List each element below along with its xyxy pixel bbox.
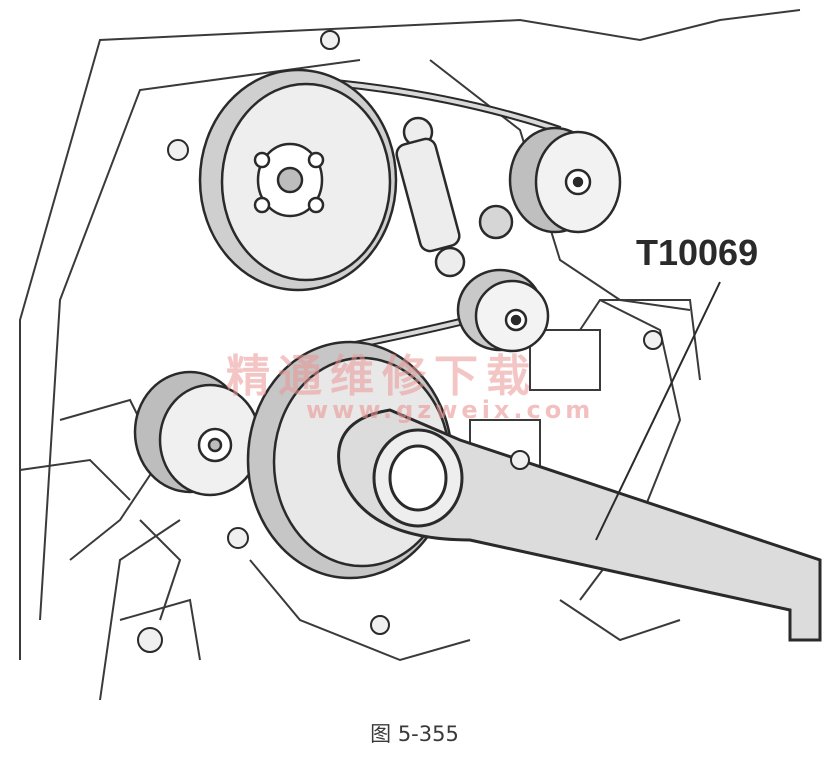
wrench-tool bbox=[337, 408, 822, 642]
watermark-chinese: 精通维修下载 bbox=[226, 351, 538, 402]
tool-number-label: T10069 bbox=[636, 232, 759, 273]
watermark-url: www.gzweix.com bbox=[306, 396, 595, 424]
engine-block-outline bbox=[19, 9, 801, 701]
water-pump-pulley bbox=[198, 68, 398, 292]
middle-idler-pulley bbox=[456, 268, 550, 353]
belt-tensioner-damper bbox=[395, 116, 514, 278]
figure-caption: 图 5-355 bbox=[370, 722, 459, 746]
callout-leader-line bbox=[595, 281, 721, 541]
technical-drawing bbox=[19, 9, 822, 701]
tensioner-idler-pulley bbox=[508, 126, 622, 234]
left-idler-pulley bbox=[133, 370, 262, 497]
engine-belt-drive-illustration: T10069 精通维修下载 www.gzweix.com bbox=[19, 9, 822, 701]
engine-bolts bbox=[137, 30, 663, 653]
